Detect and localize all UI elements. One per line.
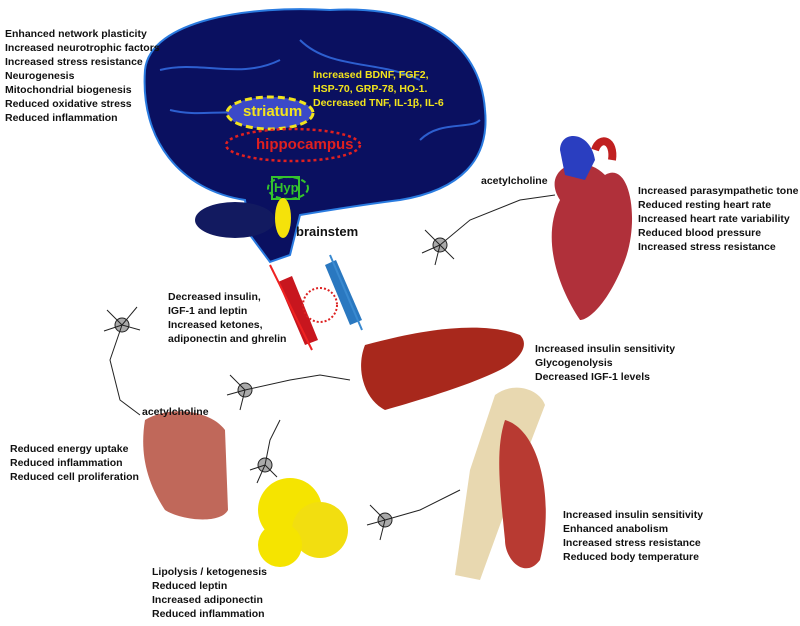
muscle-effects-list: Increased insulin sensitivity Enhanced a… bbox=[563, 508, 703, 564]
text-line: HSP-70, GRP-78, HO-1. bbox=[313, 83, 428, 95]
liver-image bbox=[361, 327, 524, 410]
brainstem-label: brainstem bbox=[296, 224, 359, 239]
liver-effects-list: Increased insulin sensitivity Glycogenol… bbox=[535, 342, 675, 384]
text-line: Increased stress resistance bbox=[563, 537, 701, 549]
blood-factors-list: Decreased insulin, IGF-1 and leptin Incr… bbox=[168, 290, 286, 346]
text-line: Increased parasympathetic tone bbox=[638, 185, 799, 197]
text-line: Increased adiponectin bbox=[152, 594, 263, 606]
neuron-fat bbox=[249, 419, 281, 484]
text-line: Lipolysis / ketogenesis bbox=[152, 566, 267, 578]
brain-image bbox=[143, 8, 487, 264]
brain-benefits-list: Enhanced network plasticity Increased ne… bbox=[5, 27, 160, 125]
gut-acetylcholine-label: acetylcholine bbox=[142, 406, 209, 418]
text-line: Enhanced anabolism bbox=[563, 523, 669, 535]
hippocampus-label: hippocampus bbox=[256, 136, 354, 153]
text-line: Increased stress resistance bbox=[5, 56, 143, 68]
text-line: Glycogenolysis bbox=[535, 357, 613, 369]
text-line: Reduced resting heart rate bbox=[638, 199, 772, 211]
heart-image bbox=[551, 136, 633, 320]
neuron-heart bbox=[421, 194, 556, 266]
text-line: Enhanced network plasticity bbox=[5, 28, 147, 40]
neuron-icons bbox=[103, 194, 556, 541]
text-line: Neurogenesis bbox=[5, 70, 75, 82]
text-line: Decreased TNF, IL-1β, IL-6 bbox=[313, 97, 444, 109]
text-line: Reduced blood pressure bbox=[638, 227, 762, 239]
gut-effects-list: Reduced energy uptake Reduced inflammati… bbox=[10, 442, 139, 484]
hippocampus-region bbox=[224, 127, 362, 163]
text-line: IGF-1 and leptin bbox=[168, 305, 248, 317]
text-line: Reduced inflammation bbox=[10, 457, 123, 469]
striatum-region bbox=[225, 95, 315, 131]
text-line: Increased insulin sensitivity bbox=[563, 509, 704, 521]
text-line: Increased stress resistance bbox=[638, 241, 776, 253]
text-line: Increased neurotrophic factors bbox=[5, 42, 160, 54]
text-line: Increased BDNF, FGF2, bbox=[313, 69, 429, 81]
muscle-arm-image bbox=[455, 387, 546, 580]
text-line: Reduced energy uptake bbox=[10, 443, 129, 455]
text-line: adiponectin and ghrelin bbox=[168, 333, 287, 345]
hyp-label: Hyp bbox=[274, 180, 299, 195]
text-line: Reduced inflammation bbox=[5, 112, 118, 124]
text-line: Decreased IGF-1 levels bbox=[535, 371, 650, 383]
text-line: Reduced oxidative stress bbox=[5, 98, 132, 110]
heart-effects-list: Increased parasympathetic tone Reduced r… bbox=[638, 184, 798, 254]
brain-factors-list: Increased BDNF, FGF2, HSP-70, GRP-78, HO… bbox=[313, 68, 444, 110]
intestine-image bbox=[143, 411, 228, 520]
heart-acetylcholine-label: acetylcholine bbox=[481, 175, 548, 187]
brainstem-region bbox=[275, 198, 291, 238]
text-line: Increased insulin sensitivity bbox=[535, 343, 676, 355]
text-line: Decreased insulin, bbox=[168, 291, 261, 303]
text-line: Reduced inflammation bbox=[152, 608, 265, 620]
striatum-label: striatum bbox=[243, 103, 303, 120]
neuron-gut bbox=[103, 306, 141, 416]
blood-vessels-image bbox=[269, 254, 363, 351]
text-line: Reduced leptin bbox=[152, 580, 228, 592]
text-line: Mitochondrial biogenesis bbox=[5, 84, 132, 96]
text-line: Reduced cell proliferation bbox=[10, 471, 139, 483]
text-line: Increased ketones, bbox=[168, 319, 263, 331]
text-line: Reduced body temperature bbox=[563, 551, 699, 563]
adipose-tissue-image bbox=[258, 478, 348, 567]
neuron-liver bbox=[226, 374, 351, 411]
text-line: Increased heart rate variability bbox=[638, 213, 790, 225]
neuron-muscle bbox=[366, 489, 461, 541]
fat-effects-list: Lipolysis / ketogenesis Reduced leptin I… bbox=[152, 565, 267, 621]
